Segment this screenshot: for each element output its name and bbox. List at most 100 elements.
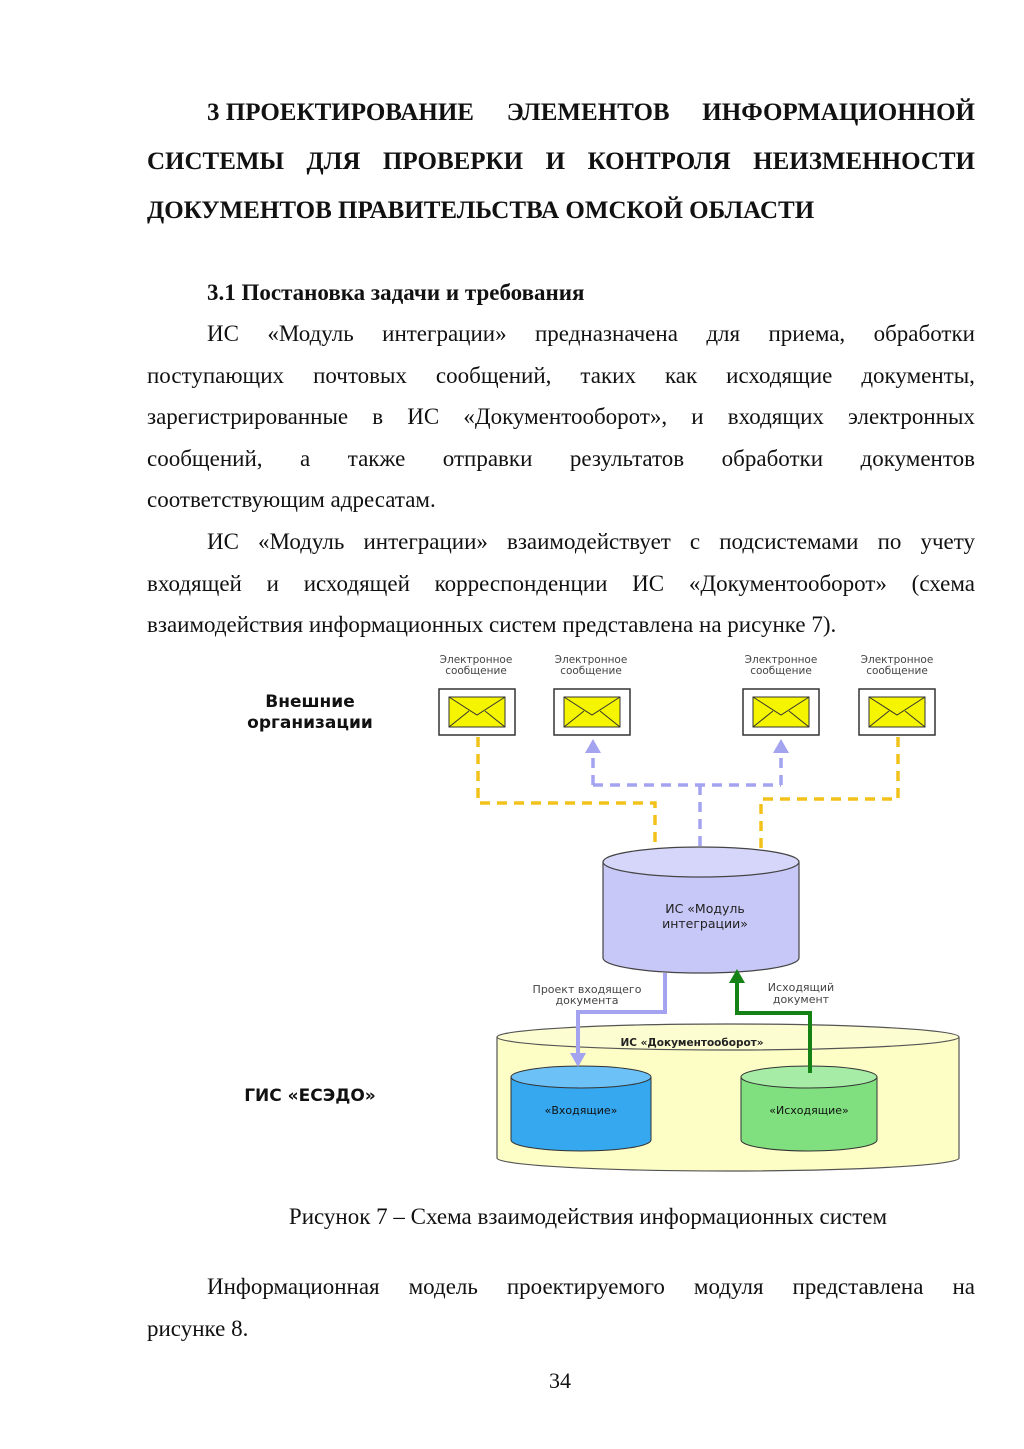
paragraph-line: взаимодействия информационных систем пре… <box>147 612 837 638</box>
word: таких <box>580 362 636 388</box>
word: а <box>300 445 311 471</box>
word: документов <box>860 445 975 471</box>
word: входящих <box>727 404 824 430</box>
outgoing-label: «Исходящие» <box>769 1104 848 1117</box>
message-label: Электронное <box>555 654 628 666</box>
envelope-icon <box>438 688 516 736</box>
gis-label: ГИС «ЕСЭДО» <box>244 1086 376 1106</box>
arrowhead-icon <box>729 969 745 983</box>
message-label: сообщение <box>445 665 507 677</box>
word: как <box>664 362 698 388</box>
module-label: ИС «Модуль <box>665 901 745 916</box>
paragraph-line: ИС «Модуль интеграции» предназначена для… <box>147 313 975 355</box>
envelope-icon <box>742 688 820 736</box>
heading-word: ИНФОРМАЦИОННОЙ <box>702 99 975 126</box>
word: (схема <box>911 570 975 596</box>
word: ИС <box>207 321 239 346</box>
word: в <box>372 404 384 430</box>
word: модуля <box>693 1274 764 1299</box>
heading-word: ЭЛЕМЕНТОВ <box>506 99 670 126</box>
word: ИС <box>407 404 440 430</box>
envelope-icon <box>858 688 936 736</box>
word: почтовых <box>313 362 407 388</box>
word: проектируемого <box>506 1274 665 1299</box>
word: сообщений, <box>147 445 263 471</box>
incoming-label: «Входящие» <box>545 1104 618 1117</box>
paragraph: ИС «Модуль интеграции» предназначена для… <box>147 313 975 521</box>
arrowhead-icon <box>773 739 789 753</box>
message-label: сообщение <box>866 665 928 677</box>
word: ИС <box>207 529 239 554</box>
word: Информационная <box>207 1274 380 1299</box>
yellow-dashed-arrow <box>476 737 657 857</box>
incoming-project-label: Проект входящего <box>533 983 642 996</box>
word: исходящие <box>726 362 833 388</box>
diagram-svg: Внешние организации Электронное сообщени… <box>244 654 960 1172</box>
figure-caption: Рисунок 7 – Схема взаимодействия информа… <box>288 1204 888 1229</box>
integration-module-cylinder <box>602 846 800 974</box>
paragraph-line: поступающих почтовых сообщений, таких ка… <box>147 355 975 397</box>
heading-word: СИСТЕМЫ <box>147 148 285 175</box>
heading-word: И <box>545 148 566 175</box>
word: взаимодействует <box>506 529 671 554</box>
external-orgs-label: организации <box>247 713 373 733</box>
heading-word: КОНТРОЛЯ <box>587 148 731 175</box>
word: на <box>952 1274 975 1299</box>
word: «Документооборот», <box>463 404 668 430</box>
word: документы, <box>861 362 975 388</box>
word: исходящей <box>303 570 410 596</box>
heading-line: СИСТЕМЫ ДЛЯ ПРОВЕРКИ И КОНТРОЛЯ НЕИЗМЕНН… <box>147 137 975 186</box>
arrowhead-icon <box>585 739 601 753</box>
word: для <box>706 321 741 346</box>
message-label: сообщение <box>560 665 622 677</box>
word: отправки <box>442 445 533 471</box>
word: «Документооборот» <box>688 570 887 596</box>
word: представлена <box>792 1274 924 1299</box>
word: и <box>266 570 279 596</box>
heading-line: ДОКУМЕНТОВ ПРАВИТЕЛЬСТВА ОМСКОЙ ОБЛАСТИ <box>147 197 815 224</box>
paragraph: ИС «Модуль интеграции» взаимодействует с… <box>147 521 975 646</box>
word: корреспонденции <box>434 570 608 596</box>
heading-line: 3 ПРОЕКТИРОВАНИЕ ЭЛЕМЕНТОВ ИНФОРМАЦИОННО… <box>147 88 975 137</box>
heading-word: ДЛЯ <box>306 148 361 175</box>
heading-word: 3 ПРОЕКТИРОВАНИЕ <box>207 99 474 126</box>
paragraph-line: зарегистрированные в ИС «Документооборот… <box>147 396 975 438</box>
word: интеграции» <box>363 529 488 554</box>
word: учету <box>920 529 975 554</box>
paragraph: Информационная модель проектируемого мод… <box>147 1266 975 1349</box>
yellow-dashed-arrow <box>759 737 900 857</box>
word: интеграции» <box>382 321 507 346</box>
outgoing-doc-label: документ <box>773 993 830 1006</box>
word: по <box>877 529 902 554</box>
incoming-flow-arrow <box>576 973 667 1055</box>
word: «Модуль <box>258 529 345 554</box>
outgoing-cylinder <box>740 1065 878 1152</box>
word: электронных <box>848 404 975 430</box>
envelope-icon <box>553 688 631 736</box>
word: зарегистрированные <box>147 404 349 430</box>
word: также <box>347 445 406 471</box>
word: обработки <box>721 445 824 471</box>
paragraph-line: входящей и исходящей корреспонденции ИС … <box>147 563 975 605</box>
word: поступающих <box>147 362 285 388</box>
heading-word: ПРОВЕРКИ <box>382 148 524 175</box>
arrowhead-icon <box>570 1053 586 1067</box>
word: «Модуль <box>267 321 354 346</box>
word: модель <box>408 1274 478 1299</box>
word: и <box>691 404 704 430</box>
heading-word: НЕИЗМЕННОСТИ <box>753 148 975 175</box>
word: приема, <box>768 321 846 346</box>
external-orgs-label: Внешние <box>265 692 354 712</box>
word: подсистемами <box>719 529 859 554</box>
section-heading: 3.1 Постановка задачи и требования <box>207 280 585 305</box>
word: сообщений, <box>435 362 552 388</box>
word: результатов <box>569 445 685 471</box>
message-label: Электронное <box>745 654 818 666</box>
paragraph-line: Информационная модель проектируемого мод… <box>147 1266 975 1308</box>
paragraph-line: сообщений, а также отправки результатов … <box>147 438 975 480</box>
lavender-dashed-arrow <box>591 749 783 863</box>
outgoing-doc-label: Исходящий <box>768 981 834 994</box>
message-label: Электронное <box>861 654 934 666</box>
docflow-label: ИС «Документооборот» <box>620 1037 763 1049</box>
